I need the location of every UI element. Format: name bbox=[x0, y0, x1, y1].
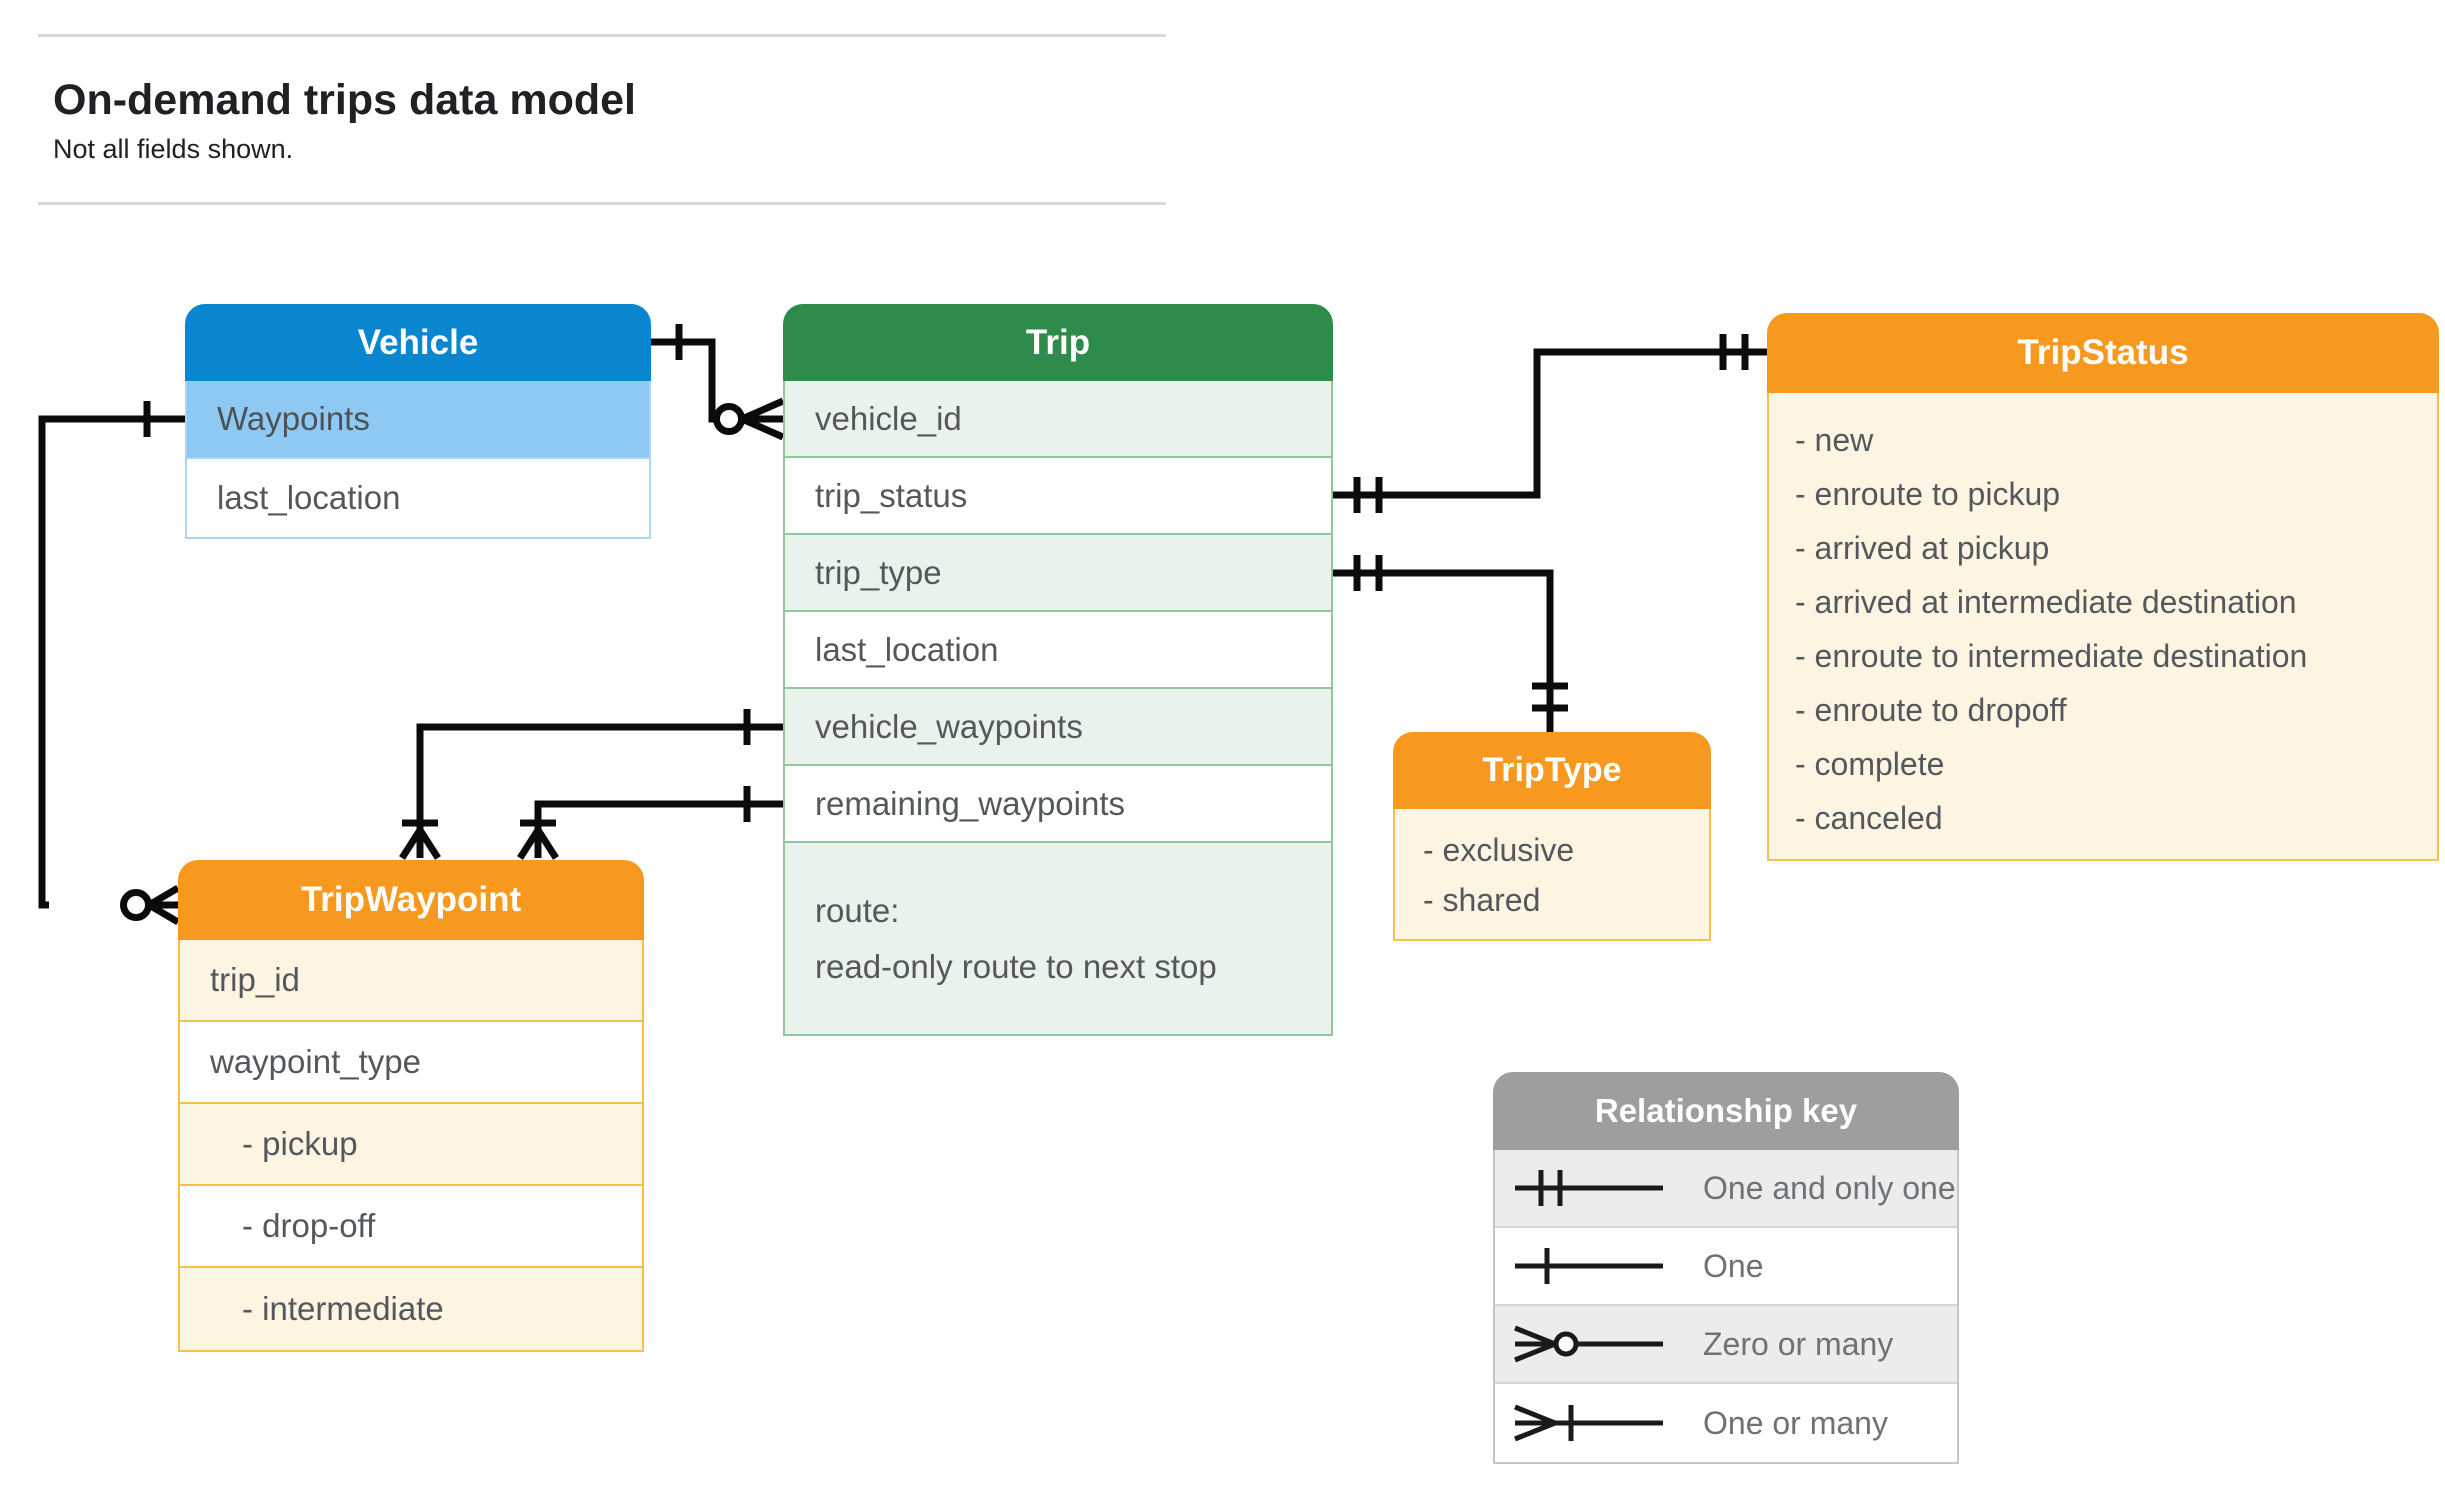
connector-trip-tripstatus bbox=[1333, 334, 1767, 513]
entity-vehicle-header: Vehicle bbox=[185, 304, 651, 381]
vehicle-row-waypoints: Waypoints bbox=[187, 381, 649, 459]
triptype-item: - shared bbox=[1423, 881, 1541, 918]
top-divider bbox=[38, 34, 1166, 37]
legend-label: One and only one bbox=[1703, 1169, 1956, 1206]
one-or-many-icon bbox=[1514, 1404, 1663, 1442]
trip-route-name: route: bbox=[815, 891, 900, 929]
entity-vehicle: Vehicle Waypoints last_location bbox=[185, 304, 651, 539]
entity-trip: Trip vehicle_id trip_status trip_type la… bbox=[783, 304, 1333, 1036]
entity-tripwaypoint-header: TripWaypoint bbox=[178, 860, 644, 940]
tripstatus-item: - enroute to pickup bbox=[1795, 475, 2061, 512]
vehicle-row-last-location: last_location bbox=[187, 459, 649, 537]
trip-row-remaining-waypoints: remaining_waypoints bbox=[785, 766, 1331, 843]
tripstatus-item: - enroute to intermediate destination bbox=[1795, 637, 2308, 674]
tripwaypoint-row-trip-id: trip_id bbox=[180, 940, 642, 1022]
tripwaypoint-row-pickup: - pickup bbox=[180, 1104, 642, 1186]
connector-trip-triptype bbox=[1333, 555, 1568, 732]
trip-route-desc: read-only route to next stop bbox=[815, 947, 1217, 985]
one-icon bbox=[1515, 1248, 1663, 1284]
legend-row-one-or-many: One or many bbox=[1495, 1384, 1957, 1462]
legend-row-one: One bbox=[1495, 1228, 1957, 1306]
tripwaypoint-row-waypoint-type: waypoint_type bbox=[180, 1022, 642, 1104]
trip-row-vehicle-id: vehicle_id bbox=[785, 381, 1331, 458]
legend-row-zero-or-many: Zero or many bbox=[1495, 1306, 1957, 1384]
legend-label: One or many bbox=[1703, 1404, 1888, 1441]
entity-triptype: TripType - exclusive - shared bbox=[1393, 732, 1711, 941]
legend-label: Zero or many bbox=[1703, 1325, 1894, 1362]
connector-vehiclewaypoints-tripwaypoint bbox=[399, 709, 783, 860]
tripwaypoint-row-dropoff: - drop-off bbox=[180, 1186, 642, 1268]
tripstatus-item: - canceled bbox=[1795, 799, 1943, 836]
tripstatus-item: - complete bbox=[1795, 745, 1945, 782]
bottom-divider bbox=[38, 202, 1166, 205]
relationship-key-header: Relationship key bbox=[1493, 1072, 1959, 1150]
triptype-item: - exclusive bbox=[1423, 831, 1575, 868]
trip-row-route: route: read-only route to next stop bbox=[785, 843, 1331, 1034]
connector-vehicle-tripwaypoint bbox=[38, 401, 185, 926]
tripstatus-item: - arrived at intermediate destination bbox=[1795, 583, 2297, 620]
trip-row-vehicle-waypoints: vehicle_waypoints bbox=[785, 689, 1331, 766]
one-and-only-one-icon bbox=[1515, 1170, 1663, 1206]
trip-row-trip-type: trip_type bbox=[785, 535, 1331, 612]
tripstatus-item: - arrived at pickup bbox=[1795, 529, 2050, 566]
entity-triptype-header: TripType bbox=[1393, 732, 1711, 809]
legend-row-one-and-only-one: One and only one bbox=[1495, 1150, 1957, 1228]
trip-row-last-location: last_location bbox=[785, 612, 1331, 689]
tripstatus-item: - new bbox=[1795, 421, 1874, 458]
trip-row-trip-status: trip_status bbox=[785, 458, 1331, 535]
relationship-key: Relationship key One and only one One bbox=[1493, 1072, 1959, 1464]
page-subtitle: Not all fields shown. bbox=[53, 134, 294, 164]
entity-tripwaypoint: TripWaypoint trip_id waypoint_type - pic… bbox=[178, 860, 644, 1352]
zero-or-many-icon bbox=[1514, 1325, 1663, 1363]
tripstatus-item: - enroute to dropoff bbox=[1795, 691, 2067, 728]
entity-trip-header: Trip bbox=[783, 304, 1333, 381]
connector-vehicle-trip bbox=[651, 324, 785, 441]
tripwaypoint-row-intermediate: - intermediate bbox=[180, 1268, 642, 1350]
entity-tripstatus-header: TripStatus bbox=[1767, 313, 2439, 393]
entity-tripstatus: TripStatus - new - enroute to pickup - a… bbox=[1767, 313, 2439, 861]
connector-remainingwaypoints-tripwaypoint bbox=[517, 786, 783, 860]
legend-label: One bbox=[1703, 1247, 1764, 1284]
page-title: On-demand trips data model bbox=[53, 76, 636, 124]
